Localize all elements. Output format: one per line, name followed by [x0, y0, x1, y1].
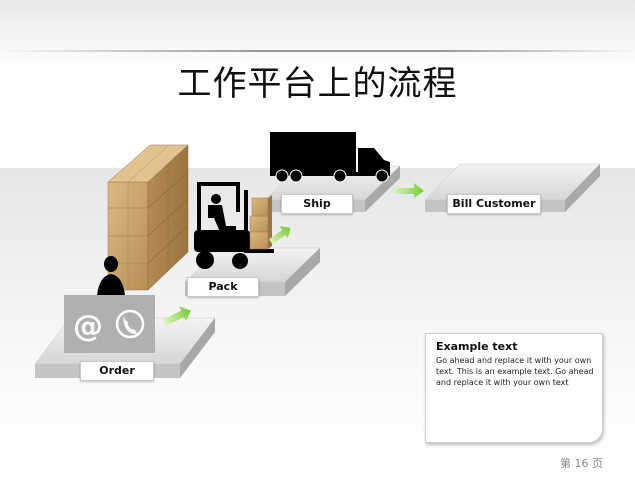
forklift-boxes-icon: [249, 195, 272, 250]
truck-icon: [270, 132, 390, 183]
card-title: Example text: [436, 340, 518, 353]
card-body: Go ahead and replace it with your own te…: [436, 356, 594, 387]
contact-panel: [64, 295, 155, 353]
step-label-pack: Pack: [187, 277, 259, 297]
arrow-order-to-pack: [163, 306, 192, 326]
page-title: 工作平台上的流程: [177, 64, 458, 104]
step-label-ship: Ship: [281, 194, 353, 214]
boxes-icon: [107, 144, 189, 291]
step-label-order: Order: [80, 361, 154, 381]
svg-text:@: @: [73, 309, 103, 344]
phone-icon: [115, 309, 145, 339]
forklift-icon: [194, 182, 274, 269]
example-text-card: Example text Go ahead and replace it wit…: [425, 333, 603, 443]
header-divider: [0, 50, 635, 52]
arrow-pack-to-ship: [269, 225, 291, 245]
person-icon: [97, 256, 125, 296]
arrow-ship-to-bill: [394, 183, 424, 198]
page-number: 第 16 页: [560, 457, 603, 470]
step-label-bill-customer: Bill Customer: [447, 194, 541, 214]
at-sign-icon: @: [73, 309, 103, 344]
